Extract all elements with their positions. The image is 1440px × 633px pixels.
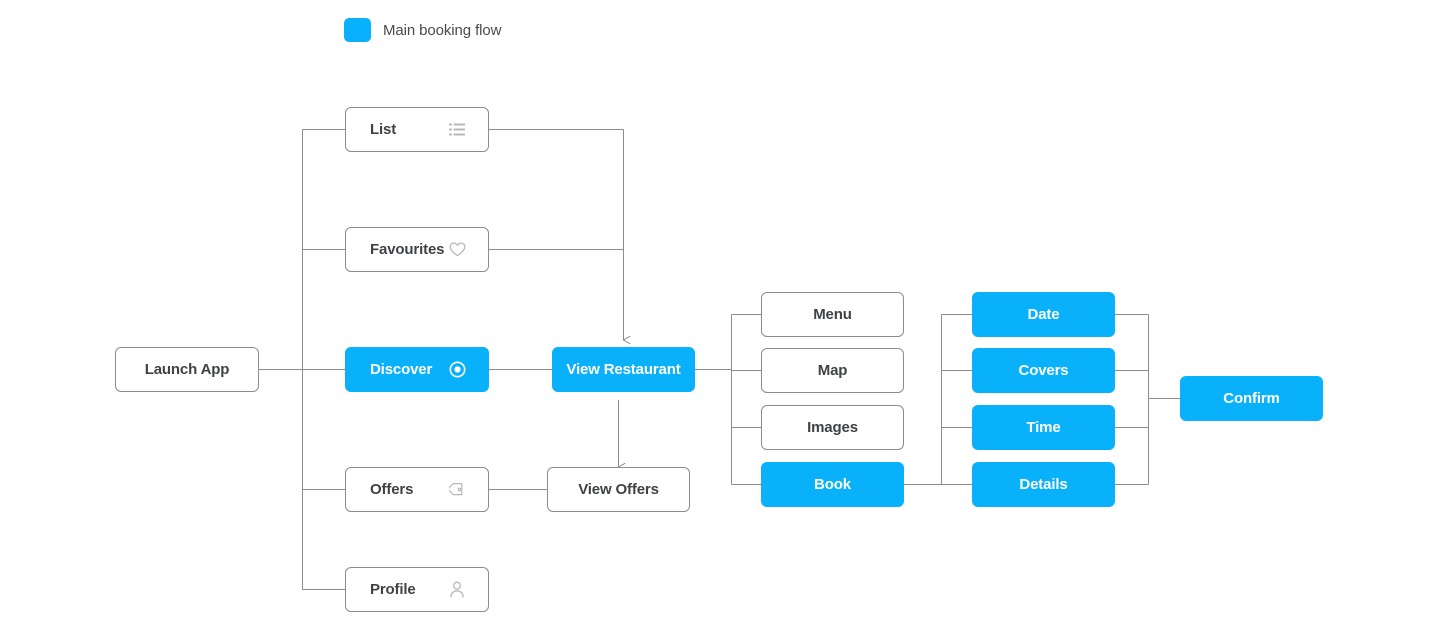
node-label: View Offers [578, 481, 659, 498]
node-view-restaurant[interactable]: View Restaurant [552, 347, 695, 392]
legend-label: Main booking flow [383, 21, 502, 39]
node-label: Launch App [144, 361, 230, 378]
node-favourites[interactable]: Favourites [345, 227, 489, 272]
node-label: Images [807, 419, 858, 436]
node-profile[interactable]: Profile [345, 567, 489, 612]
node-details[interactable]: Details [972, 462, 1115, 507]
node-menu[interactable]: Menu [761, 292, 904, 337]
node-covers[interactable]: Covers [972, 348, 1115, 393]
tag-icon [448, 481, 466, 499]
node-list[interactable]: List [345, 107, 489, 152]
node-view-offers[interactable]: View Offers [547, 467, 690, 512]
person-icon [448, 581, 466, 599]
node-offers[interactable]: Offers [345, 467, 489, 512]
node-label: Menu [813, 306, 852, 323]
node-confirm[interactable]: Confirm [1180, 376, 1323, 421]
node-book[interactable]: Book [761, 462, 904, 507]
node-label: Details [1019, 476, 1068, 493]
node-label: Confirm [1223, 390, 1280, 407]
node-label: View Restaurant [566, 361, 681, 378]
node-label: Time [1026, 419, 1061, 436]
node-label: Profile [370, 581, 416, 598]
legend-swatch [344, 18, 371, 42]
node-date[interactable]: Date [972, 292, 1115, 337]
node-label: Offers [370, 481, 414, 498]
node-label: List [370, 121, 397, 138]
node-label: Book [814, 476, 851, 493]
node-label: Discover [370, 361, 433, 378]
node-images[interactable]: Images [761, 405, 904, 450]
node-label: Date [1027, 306, 1060, 323]
list-icon [448, 121, 466, 139]
node-discover[interactable]: Discover [345, 347, 489, 392]
node-launch-app[interactable]: Launch App [115, 347, 259, 392]
target-icon [448, 361, 466, 379]
legend: Main booking flow [344, 18, 501, 42]
heart-icon [448, 241, 466, 259]
node-time[interactable]: Time [972, 405, 1115, 450]
node-label: Map [817, 362, 848, 379]
node-label: Covers [1018, 362, 1069, 379]
node-map[interactable]: Map [761, 348, 904, 393]
node-label: Favourites [370, 241, 445, 258]
